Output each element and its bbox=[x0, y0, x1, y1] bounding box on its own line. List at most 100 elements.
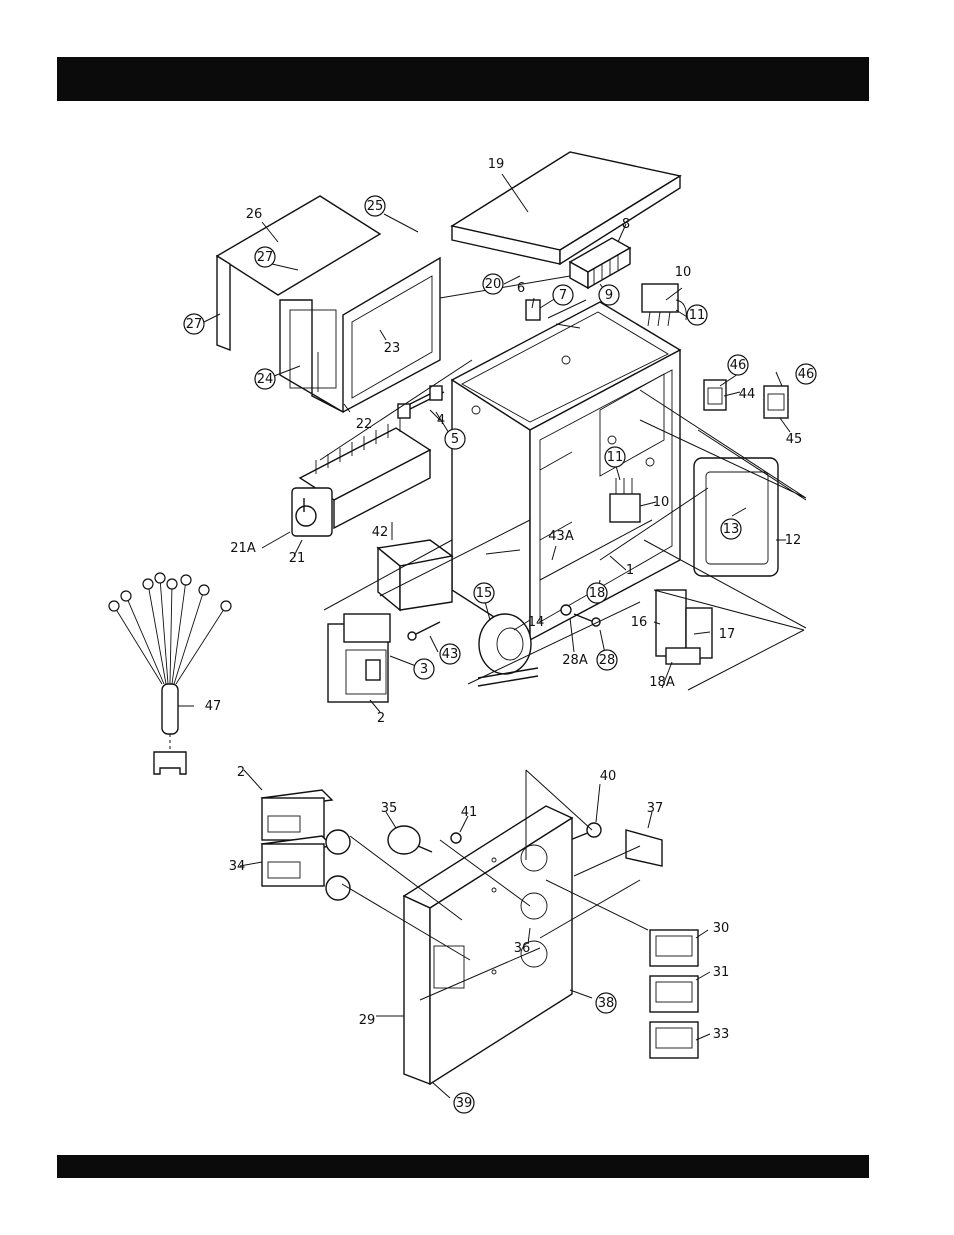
callout-label-46-left: 46 bbox=[728, 355, 748, 375]
svg-text:15: 15 bbox=[476, 586, 493, 601]
svg-text:22: 22 bbox=[356, 417, 373, 432]
callout-label-9: 9 bbox=[599, 285, 619, 305]
callout-label-17: 17 bbox=[719, 627, 736, 642]
callout-label-5: 5 bbox=[445, 429, 465, 449]
callout-label-14: 14 bbox=[528, 615, 545, 630]
callout-label-30: 30 bbox=[713, 921, 730, 936]
callout-label-1: 1 bbox=[626, 563, 634, 578]
svg-text:31: 31 bbox=[713, 965, 730, 980]
callout-label-34: 34 bbox=[229, 859, 246, 874]
svg-text:23: 23 bbox=[384, 341, 401, 356]
svg-text:12: 12 bbox=[785, 533, 802, 548]
svg-text:19: 19 bbox=[488, 157, 505, 172]
svg-text:45: 45 bbox=[786, 432, 803, 447]
svg-text:5: 5 bbox=[451, 432, 459, 447]
svg-text:27: 27 bbox=[186, 317, 203, 332]
contactor-drawing bbox=[656, 590, 712, 664]
svg-text:46: 46 bbox=[730, 358, 747, 373]
wire-harness-drawing bbox=[109, 573, 231, 774]
callout-label-31: 31 bbox=[713, 965, 730, 980]
callout-label-20: 20 bbox=[483, 274, 503, 294]
callout-label-45: 45 bbox=[786, 432, 803, 447]
callout-label-39: 39 bbox=[454, 1093, 474, 1113]
callout-label-3: 3 bbox=[414, 659, 434, 679]
svg-text:33: 33 bbox=[713, 1027, 730, 1042]
svg-text:42: 42 bbox=[372, 525, 389, 540]
breaker-drawing bbox=[328, 614, 390, 702]
svg-text:24: 24 bbox=[257, 372, 274, 387]
svg-text:18: 18 bbox=[589, 586, 606, 601]
callout-label-21: 21 bbox=[289, 551, 306, 566]
top-cover-drawing bbox=[452, 152, 680, 264]
svg-text:43A: 43A bbox=[548, 529, 574, 544]
svg-text:29: 29 bbox=[359, 1013, 376, 1028]
callout-label-12: 12 bbox=[785, 533, 802, 548]
callout-label-28: 28 bbox=[597, 650, 617, 670]
svg-text:10: 10 bbox=[653, 495, 670, 510]
callout-label-38: 38 bbox=[596, 993, 616, 1013]
svg-text:18A: 18A bbox=[649, 675, 675, 690]
callout-label-19: 19 bbox=[488, 157, 505, 172]
callout-label-36: 36 bbox=[514, 941, 531, 956]
svg-text:36: 36 bbox=[514, 941, 531, 956]
gasket-frame-drawing bbox=[694, 458, 778, 576]
callout-label-42: 42 bbox=[372, 525, 389, 540]
callout-label-2-meter: 2 bbox=[237, 765, 245, 780]
svg-text:40: 40 bbox=[600, 769, 617, 784]
callout-label-10-lower: 10 bbox=[653, 495, 670, 510]
svg-text:34: 34 bbox=[229, 859, 246, 874]
svg-text:7: 7 bbox=[559, 288, 567, 303]
svg-text:26: 26 bbox=[246, 207, 263, 222]
callout-label-26: 26 bbox=[246, 207, 263, 222]
callout-label-47: 47 bbox=[205, 699, 222, 714]
callout-label-18: 18 bbox=[587, 583, 607, 603]
svg-text:39: 39 bbox=[456, 1096, 473, 1111]
svg-text:17: 17 bbox=[719, 627, 736, 642]
svg-text:16: 16 bbox=[631, 615, 648, 630]
svg-text:10: 10 bbox=[675, 265, 692, 280]
callout-label-15: 15 bbox=[474, 583, 494, 603]
callout-label-33: 33 bbox=[713, 1027, 730, 1042]
svg-text:9: 9 bbox=[605, 288, 613, 303]
callout-label-7: 7 bbox=[553, 285, 573, 305]
callout-label-43A: 43A bbox=[548, 529, 574, 544]
svg-text:46: 46 bbox=[798, 367, 815, 382]
callout-label-2-breaker: 2 bbox=[377, 711, 385, 726]
svg-text:28A: 28A bbox=[562, 653, 588, 668]
callout-label-10-upper: 10 bbox=[675, 265, 692, 280]
footer-bar bbox=[57, 1155, 869, 1178]
svg-text:25: 25 bbox=[367, 199, 384, 214]
svg-text:21: 21 bbox=[289, 551, 306, 566]
callout-label-6: 6 bbox=[517, 281, 525, 296]
svg-text:38: 38 bbox=[598, 996, 615, 1011]
svg-text:1: 1 bbox=[626, 563, 634, 578]
callout-label-43: 43 bbox=[440, 644, 460, 664]
callout-label-23: 23 bbox=[384, 341, 401, 356]
callout-label-46-right: 46 bbox=[796, 364, 816, 384]
box-42-drawing bbox=[378, 540, 452, 610]
svg-text:14: 14 bbox=[528, 615, 545, 630]
svg-text:6: 6 bbox=[517, 281, 525, 296]
callout-label-29: 29 bbox=[359, 1013, 376, 1028]
svg-text:41: 41 bbox=[461, 805, 478, 820]
callout-label-11-upper: 11 bbox=[687, 305, 707, 325]
svg-text:47: 47 bbox=[205, 699, 222, 714]
side-housing-drawing bbox=[217, 196, 440, 412]
svg-text:2: 2 bbox=[377, 711, 385, 726]
svg-text:44: 44 bbox=[739, 387, 756, 402]
svg-text:3: 3 bbox=[420, 662, 428, 677]
callout-label-25: 25 bbox=[365, 196, 385, 216]
callout-label-24: 24 bbox=[255, 369, 275, 389]
svg-text:30: 30 bbox=[713, 921, 730, 936]
callout-label-21A: 21A bbox=[230, 541, 256, 556]
svg-text:11: 11 bbox=[607, 450, 624, 465]
svg-text:11: 11 bbox=[689, 308, 706, 323]
rotary-switch-drawing bbox=[292, 418, 430, 536]
svg-text:27: 27 bbox=[257, 250, 274, 265]
callout-label-13: 13 bbox=[721, 519, 741, 539]
callout-label-22: 22 bbox=[356, 417, 373, 432]
callout-label-27-top: 27 bbox=[255, 247, 275, 267]
svg-text:4: 4 bbox=[437, 413, 445, 428]
callout-label-37: 37 bbox=[647, 801, 664, 816]
callout-label-8: 8 bbox=[622, 217, 630, 232]
